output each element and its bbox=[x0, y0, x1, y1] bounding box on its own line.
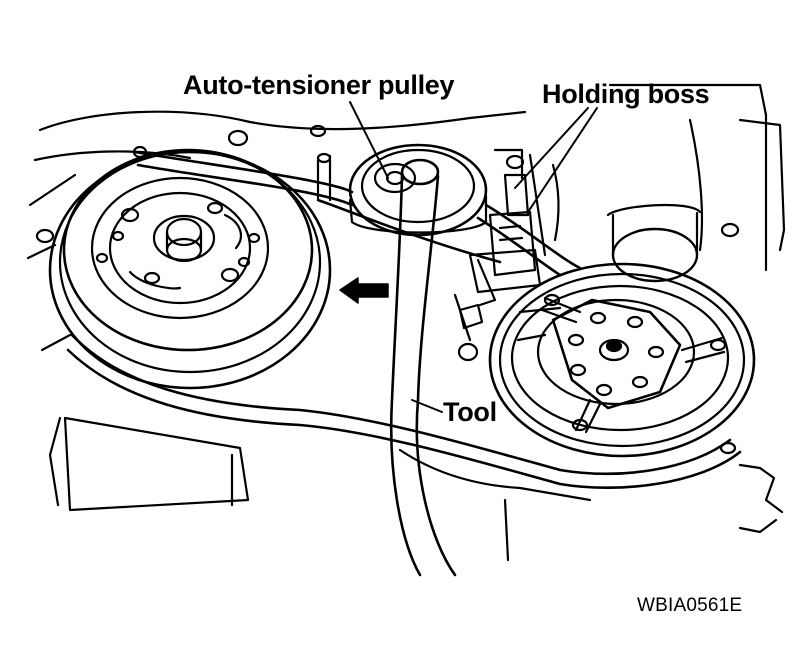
auto-tensioner-pulley-label: Auto-tensioner pulley bbox=[183, 70, 455, 100]
leader-lines bbox=[349, 101, 598, 413]
rotation-arrow bbox=[339, 277, 389, 304]
drive-belt bbox=[66, 150, 742, 489]
figure-code: WBIA0561E bbox=[637, 595, 743, 616]
crankshaft-pulley bbox=[48, 148, 332, 390]
holding-boss-label: Holding boss bbox=[542, 79, 710, 109]
water-pump-pulley bbox=[488, 262, 756, 458]
holding-tool-plate bbox=[540, 293, 727, 434]
tool-label: Tool bbox=[443, 397, 497, 427]
tool-hose bbox=[389, 158, 457, 577]
engine-block-outline bbox=[26, 83, 786, 562]
